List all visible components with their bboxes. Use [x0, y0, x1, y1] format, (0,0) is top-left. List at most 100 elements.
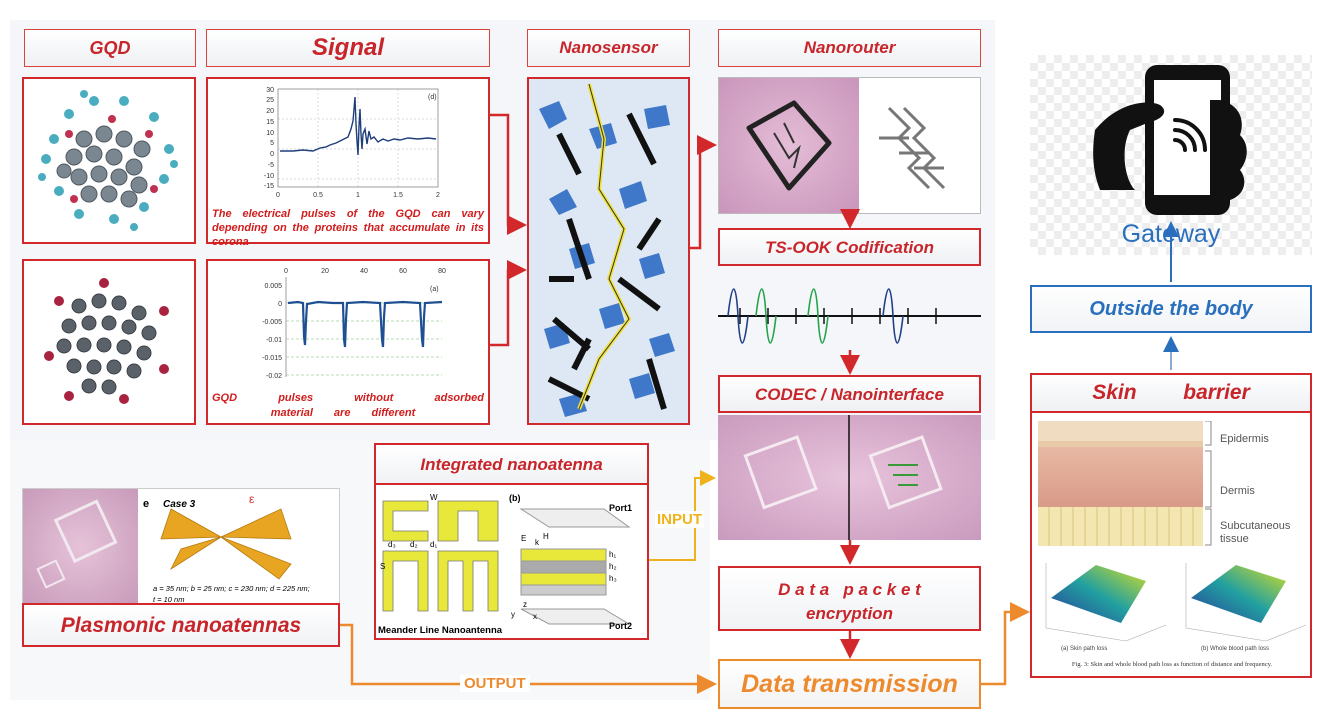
x-tick: 1.5: [393, 192, 403, 199]
codec-header: CODEC / Nanointerface: [718, 375, 981, 413]
skin-chart-caption-a: (a) Skin path loss: [1061, 646, 1107, 652]
skin-chart-caption-b: (b) Whole blood path loss: [1201, 646, 1269, 652]
phone-hand-icon: [1093, 65, 1247, 215]
x-tick: 1: [356, 192, 360, 199]
plasmonic-micrograph: [23, 489, 138, 605]
stack-label: h₁: [609, 550, 616, 559]
skin-layers-image: [1038, 421, 1203, 546]
signal-caption-top: The electrical pulses of the GQD can var…: [212, 208, 484, 248]
signal-caption-bottom-1: GQD pulses without adsorbed: [212, 392, 484, 404]
x-tick: 0.5: [313, 192, 323, 199]
y-tick: -0.015: [262, 355, 282, 362]
dim-label: S: [380, 562, 385, 571]
ts-ook-header: TS-OOK Codification: [718, 228, 981, 266]
stack-label: E: [521, 534, 526, 543]
panel-e-label: e: [143, 498, 149, 510]
y-tick: 0: [270, 151, 274, 158]
skin-layer-lines: [1205, 421, 1212, 546]
stack-label: x: [533, 612, 537, 621]
port1-label: Port1: [609, 503, 632, 513]
data-transmission-box: Data transmission: [718, 659, 981, 709]
x-tick: 60: [399, 268, 407, 275]
skin-label-tissue: tissue: [1220, 533, 1249, 545]
stack-label: y: [511, 610, 515, 619]
ts-ook-waveform: [718, 288, 981, 344]
layer-stack-diagram: (b) Port1 Port2 E k H h₁ h₂ h₃ y x z: [509, 493, 632, 631]
meander-label: Meander Line Nanoantenna: [378, 625, 503, 636]
y-tick: -5: [268, 162, 274, 169]
y-tick: 25: [266, 97, 274, 104]
signal-plot-a-box: 0 20 40 60 80 (a) 0.005 0 -0.005 -0.01 -…: [206, 259, 490, 425]
signal-header: Signal: [206, 29, 490, 67]
y-tick: 15: [266, 119, 274, 126]
plot-a-label: (a): [430, 286, 439, 293]
skin-fig-caption: Fig. 3: Skin and whole blood path loss a…: [1071, 661, 1273, 668]
stack-label: H: [543, 532, 549, 541]
dim-label: d₂: [410, 540, 418, 549]
skin-barrier-box: Skin barrier Epidermis Dermis Subcutaneo…: [1030, 373, 1312, 678]
gqd-image-top: [22, 77, 196, 244]
skin-label-epidermis: Epidermis: [1220, 433, 1269, 445]
signal-plot-d-box: (d) 30 25 20 15 10 5 0 -5 -10 -15 0 0.5 …: [206, 77, 490, 248]
dim-label: d₁: [430, 540, 437, 549]
dims-text-2: t = 10 nm: [153, 595, 184, 604]
y-tick: -0.01: [266, 337, 282, 344]
x-tick: 80: [438, 268, 446, 275]
codec-images: [718, 415, 981, 540]
nanosensor-image: [527, 77, 690, 425]
epsilon-label: ε: [249, 492, 255, 506]
skin-label-dermis: Dermis: [1220, 485, 1255, 497]
nanorouter-micrograph: [719, 78, 859, 213]
integrated-header: Integrated nanoatenna: [376, 445, 647, 485]
stack-label: h₂: [609, 562, 617, 571]
nanorouter-images: [718, 77, 981, 214]
data-packet-box: D a t a p a c k e t encryption: [718, 566, 981, 631]
y-tick: 30: [266, 87, 274, 94]
y-tick: 0: [278, 301, 282, 308]
skin-barrier-header: Skin barrier: [1032, 375, 1310, 413]
integrated-box: Integrated nanoatenna W d₃ d₂ d₁ S Meand…: [374, 443, 649, 640]
output-label: OUTPUT: [460, 675, 530, 692]
port2-label: Port2: [609, 621, 632, 631]
x-tick: 0: [276, 192, 280, 199]
signal-caption-bottom-2: material are different: [270, 407, 416, 419]
stack-label: h₃: [609, 574, 617, 583]
case-label: Case 3: [163, 499, 196, 510]
x-tick: 40: [360, 268, 368, 275]
stack-label: k: [535, 538, 540, 547]
y-tick: 5: [270, 140, 274, 147]
nanosensor-header: Nanosensor: [527, 29, 690, 67]
x-tick: 0: [284, 268, 288, 275]
nanorouter-header: Nanorouter: [718, 29, 981, 67]
outside-body-box: Outside the body: [1030, 285, 1312, 333]
nanorouter-schematic: [859, 78, 981, 213]
y-tick: -0.02: [266, 373, 282, 380]
stack-label: (b): [509, 493, 521, 503]
input-label: INPUT: [655, 511, 704, 528]
y-tick: 10: [266, 130, 274, 137]
gqd-image-bottom: [22, 259, 196, 425]
stack-label: z: [523, 600, 527, 609]
y-tick: 20: [266, 108, 274, 115]
meander-antenna: W d₃ d₂ d₁ S: [380, 493, 499, 612]
skin-label-subcutaneous: Subcutaneous: [1220, 520, 1291, 532]
plasmonic-header: Plasmonic nanoatennas: [22, 603, 340, 647]
dim-label: d₃: [388, 540, 396, 549]
skin-path-loss-charts: (a) Skin path loss (b) Whole blood path …: [1045, 563, 1307, 652]
y-tick: -0.005: [262, 319, 282, 326]
signal-plot-d: (d) 30 25 20 15 10 5 0 -5 -10 -15 0 0.5 …: [264, 87, 440, 199]
y-tick: -15: [264, 183, 274, 190]
data-packet-line1: D a t a p a c k e t: [778, 580, 921, 599]
y-tick: -10: [264, 173, 274, 180]
data-packet-line2: encryption: [806, 604, 893, 623]
bowtie-antenna: e Case 3 ε a = 35 nm; b = 25 nm; c = 230…: [143, 492, 310, 604]
plasmonic-image-box: e Case 3 ε a = 35 nm; b = 25 nm; c = 230…: [22, 488, 340, 606]
plot-d-label: (d): [428, 94, 437, 101]
x-tick: 2: [436, 192, 440, 199]
gqd-header: GQD: [24, 29, 196, 67]
x-tick: 20: [321, 268, 329, 275]
y-tick: 0.005: [264, 283, 282, 290]
signal-plot-a: 0 20 40 60 80 (a) 0.005 0 -0.005 -0.01 -…: [262, 268, 446, 380]
dims-text-1: a = 35 nm; b = 25 nm; c = 230 nm; d = 22…: [153, 584, 310, 593]
